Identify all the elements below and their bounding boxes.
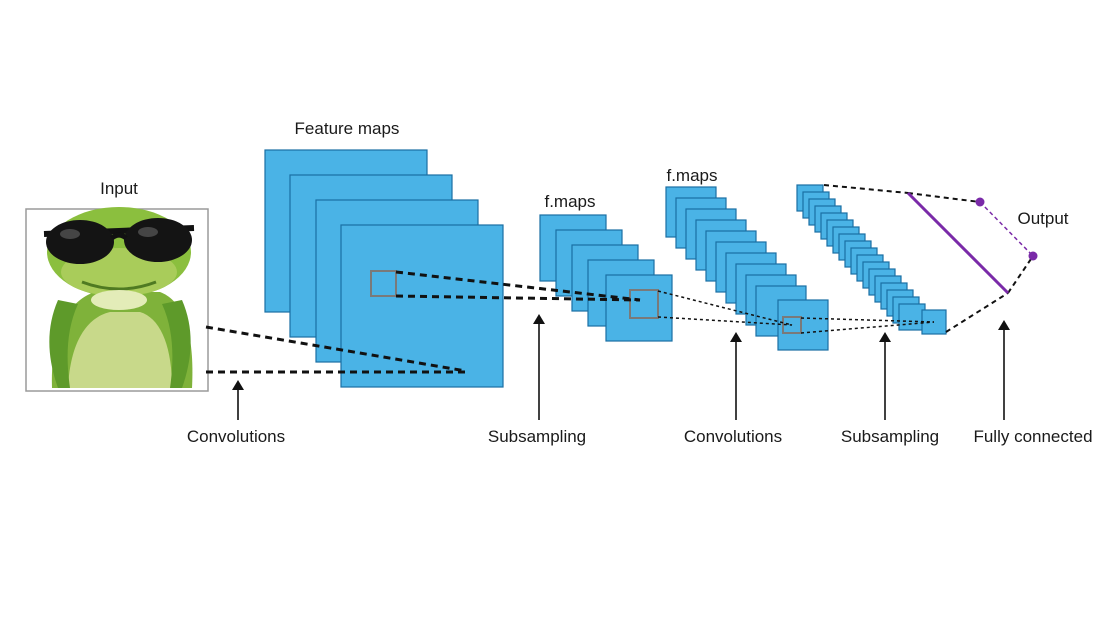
- label-input: Input: [100, 179, 138, 198]
- connection-line: [657, 316, 793, 326]
- feature-maps-layer-4: [796, 184, 947, 335]
- arrowhead-icon: [533, 314, 545, 324]
- feature-map: [340, 224, 504, 388]
- output-node: [1028, 251, 1038, 261]
- connection-line: [800, 317, 935, 323]
- connection-line: [945, 292, 1009, 333]
- receptive-field-box: [629, 289, 659, 319]
- connection-line: [800, 321, 935, 334]
- label-fully-connected: Fully connected: [973, 427, 1092, 446]
- connection-line: [823, 184, 909, 194]
- label-fmaps-1: f.maps: [544, 192, 595, 211]
- connection-line: [657, 290, 793, 326]
- arrowhead-icon: [879, 332, 891, 342]
- feature-map: [605, 274, 673, 342]
- label-feature-maps: Feature maps: [295, 119, 400, 138]
- connection-line: [1007, 255, 1034, 294]
- label-subsampling-1: Subsampling: [488, 427, 586, 446]
- output-node: [975, 197, 985, 207]
- connection-line: [205, 325, 467, 373]
- feature-maps-layer-1: [264, 149, 504, 388]
- output-layer: [906, 191, 1038, 295]
- connection-line: [395, 270, 641, 302]
- annotation-arrows: [232, 314, 1010, 420]
- labels: Input Feature maps f.maps f.maps Output …: [100, 119, 1092, 446]
- output-link: [979, 201, 1034, 257]
- fully-connected-line: [906, 191, 1010, 295]
- connection-line: [395, 294, 641, 302]
- frog-image: [43, 207, 195, 388]
- feature-maps-layer-3: [665, 186, 829, 351]
- arrowhead-icon: [730, 332, 742, 342]
- label-convolutions-1: Convolutions: [187, 427, 285, 446]
- receptive-field-box: [782, 316, 802, 334]
- feature-map: [898, 303, 926, 331]
- arrowhead-icon: [998, 320, 1010, 330]
- connection-line: [907, 192, 981, 203]
- input-image: [25, 207, 209, 392]
- label-output: Output: [1017, 209, 1068, 228]
- receptive-field-box: [370, 270, 397, 297]
- label-fmaps-2: f.maps: [666, 166, 717, 185]
- feature-maps-layer-2: [539, 214, 673, 342]
- label-subsampling-2: Subsampling: [841, 427, 939, 446]
- connection-lines: [205, 184, 1034, 374]
- label-convolutions-2: Convolutions: [684, 427, 782, 446]
- arrowhead-icon: [232, 380, 244, 390]
